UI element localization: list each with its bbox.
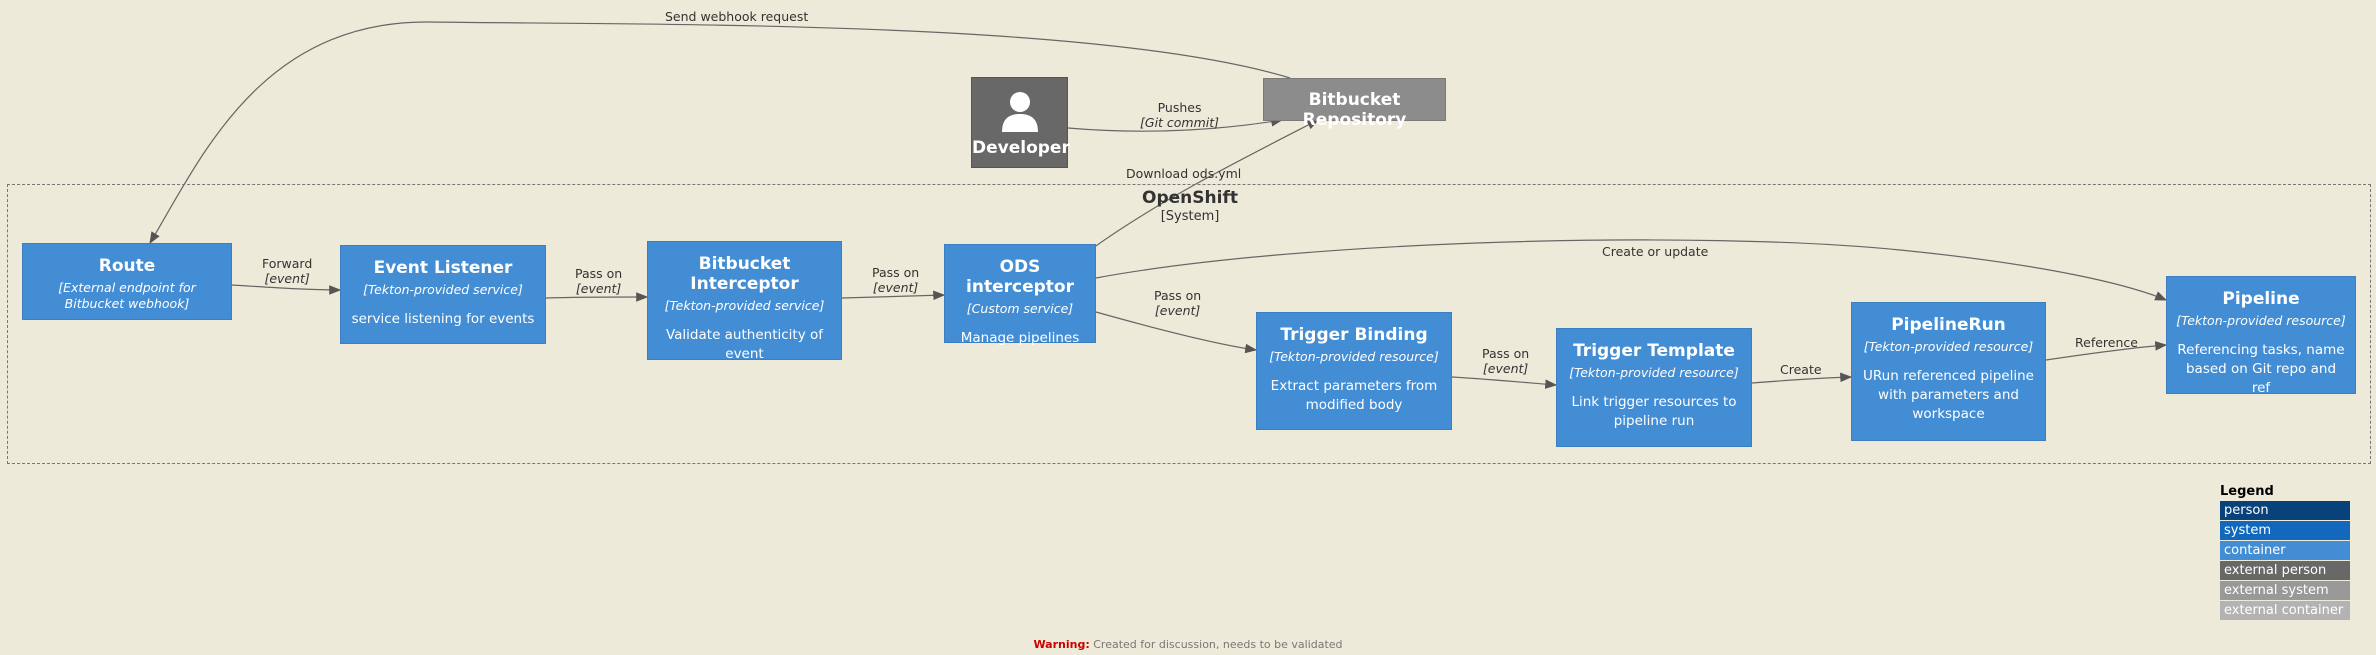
edge-download [1092,119,1320,249]
openshift-boundary [7,184,2371,464]
boundary-title: OpenShift [1142,188,1238,208]
pipelinerun-desc: URun referenced pipeline with parameters… [1863,368,2034,422]
label-passon1: Pass on [event] [575,266,622,296]
label-reference: Reference [2075,335,2138,350]
warning-text: Created for discussion, needs to be vali… [1093,638,1343,651]
trigger-binding-node[interactable]: Trigger Binding [Tekton-provided resourc… [1256,312,1452,430]
ods-interceptor-node[interactable]: ODS interceptor [Custom service] Manage … [944,244,1096,346]
edge-passon3 [1095,311,1258,354]
legend-item-container: container [2220,541,2350,560]
label-passon4: Pass on [event] [1482,346,1529,376]
interceptor-desc: Validate authenticity of event [665,327,824,362]
pipelinerun-node[interactable]: PipelineRun [Tekton-provided resource] U… [1851,302,2046,441]
edge-pushes [1067,116,1284,132]
legend: Legend person system container external … [2220,484,2350,621]
webhook-text: Send webhook request [665,9,809,24]
pipelinerun-tech: [Tekton-provided resource] [1863,339,2034,354]
warning-note: Warning: Created for discussion, needs t… [0,638,2376,651]
forward-tech: [event] [264,271,310,286]
pipeline-node[interactable]: Pipeline [Tekton-provided resource] Refe… [2166,276,2356,396]
download-text: Download ods.yml [1126,166,1242,181]
label-create: Create [1780,362,1822,377]
pipeline-name: Pipeline [2222,289,2300,309]
label-passon2: Pass on [event] [872,265,919,295]
passon2-text: Pass on [872,265,920,280]
legend-item-external-person: external person [2220,561,2350,580]
binding-tech: [Tekton-provided resource] [1269,349,1439,364]
developer-name: Developer [972,138,1070,158]
edge-reference [2045,341,2168,361]
passon1-tech: [event] [575,281,622,296]
listener-tech: [Tekton-provided service] [363,282,523,297]
developer-node[interactable]: Developer [971,77,1070,168]
pipelinerun-name: PipelineRun [1891,315,2006,335]
legend-item-system: system [2220,521,2350,540]
label-passon3: Pass on [event] [1154,288,1201,318]
edge-create [1751,372,1853,384]
listener-desc: service listening for events [351,311,535,327]
passon1-text: Pass on [575,266,623,281]
pushes-text: Pushes [1157,100,1202,115]
warning-label: Warning: [1033,638,1090,651]
ods-name: ODS interceptor [966,257,1074,297]
route-name: Route [98,256,156,276]
template-tech: [Tekton-provided resource] [1569,365,1739,380]
binding-name: Trigger Binding [1280,325,1428,345]
edge-forward [231,284,342,295]
create-text: Create [1780,362,1822,377]
legend-item-external-system: external system [2220,581,2350,600]
edge-createupdate [1095,239,2168,301]
ods-desc: Manage pipelines [960,330,1080,346]
legend-item-person: person [2220,501,2350,520]
legend-item-external-container: external container [2220,601,2350,620]
edge-webhook [149,21,1291,245]
passon3-tech: [event] [1154,303,1201,318]
passon4-tech: [event] [1482,361,1529,376]
legend-title: Legend [2220,484,2274,499]
forward-text: Forward [262,256,313,271]
interceptor-tech: [Tekton-provided service] [664,298,825,313]
edge-passon4 [1451,376,1558,389]
trigger-template-node[interactable]: Trigger Template [Tekton-provided resour… [1556,328,1752,447]
edge-passon1 [545,292,649,302]
passon4-text: Pass on [1482,346,1530,361]
label-download: Download ods.yml [1126,166,1241,181]
bitbucket-interceptor-node[interactable]: Bitbucket Interceptor [Tekton-provided s… [647,241,842,362]
pipeline-tech: [Tekton-provided resource] [2176,313,2346,328]
repo-name: Bitbucket Repository [1302,90,1407,130]
route-node[interactable]: Route [External endpoint for Bitbucket w… [22,243,232,320]
edge-passon2 [841,290,946,301]
ods-tech: [Custom service] [966,301,1074,316]
binding-desc: Extract parameters from modified body [1270,378,1438,413]
label-forward: Forward [event] [262,256,312,286]
bitbucket-repository-node[interactable]: Bitbucket Repository [1263,78,1446,130]
createupdate-text: Create or update [1602,244,1709,259]
pipeline-desc: Referencing tasks, name based on Git rep… [2177,342,2345,396]
label-webhook: Send webhook request [665,9,808,24]
label-createupdate: Create or update [1602,244,1708,259]
route-tech: [External endpoint for Bitbucket webhook… [58,280,196,311]
template-name: Trigger Template [1573,341,1735,361]
label-pushes: Pushes [Git commit] [1140,100,1219,130]
reference-text: Reference [2075,335,2138,350]
passon3-text: Pass on [1154,288,1202,303]
passon2-tech: [event] [872,280,919,295]
listener-name: Event Listener [373,258,513,278]
person-icon [1001,92,1038,132]
event-listener-node[interactable]: Event Listener [Tekton-provided service]… [340,245,546,344]
boundary-type: [System] [1160,209,1220,224]
interceptor-name: Bitbucket Interceptor [690,254,799,294]
pushes-tech: [Git commit] [1140,115,1220,130]
template-desc: Link trigger resources to pipeline run [1571,394,1737,429]
